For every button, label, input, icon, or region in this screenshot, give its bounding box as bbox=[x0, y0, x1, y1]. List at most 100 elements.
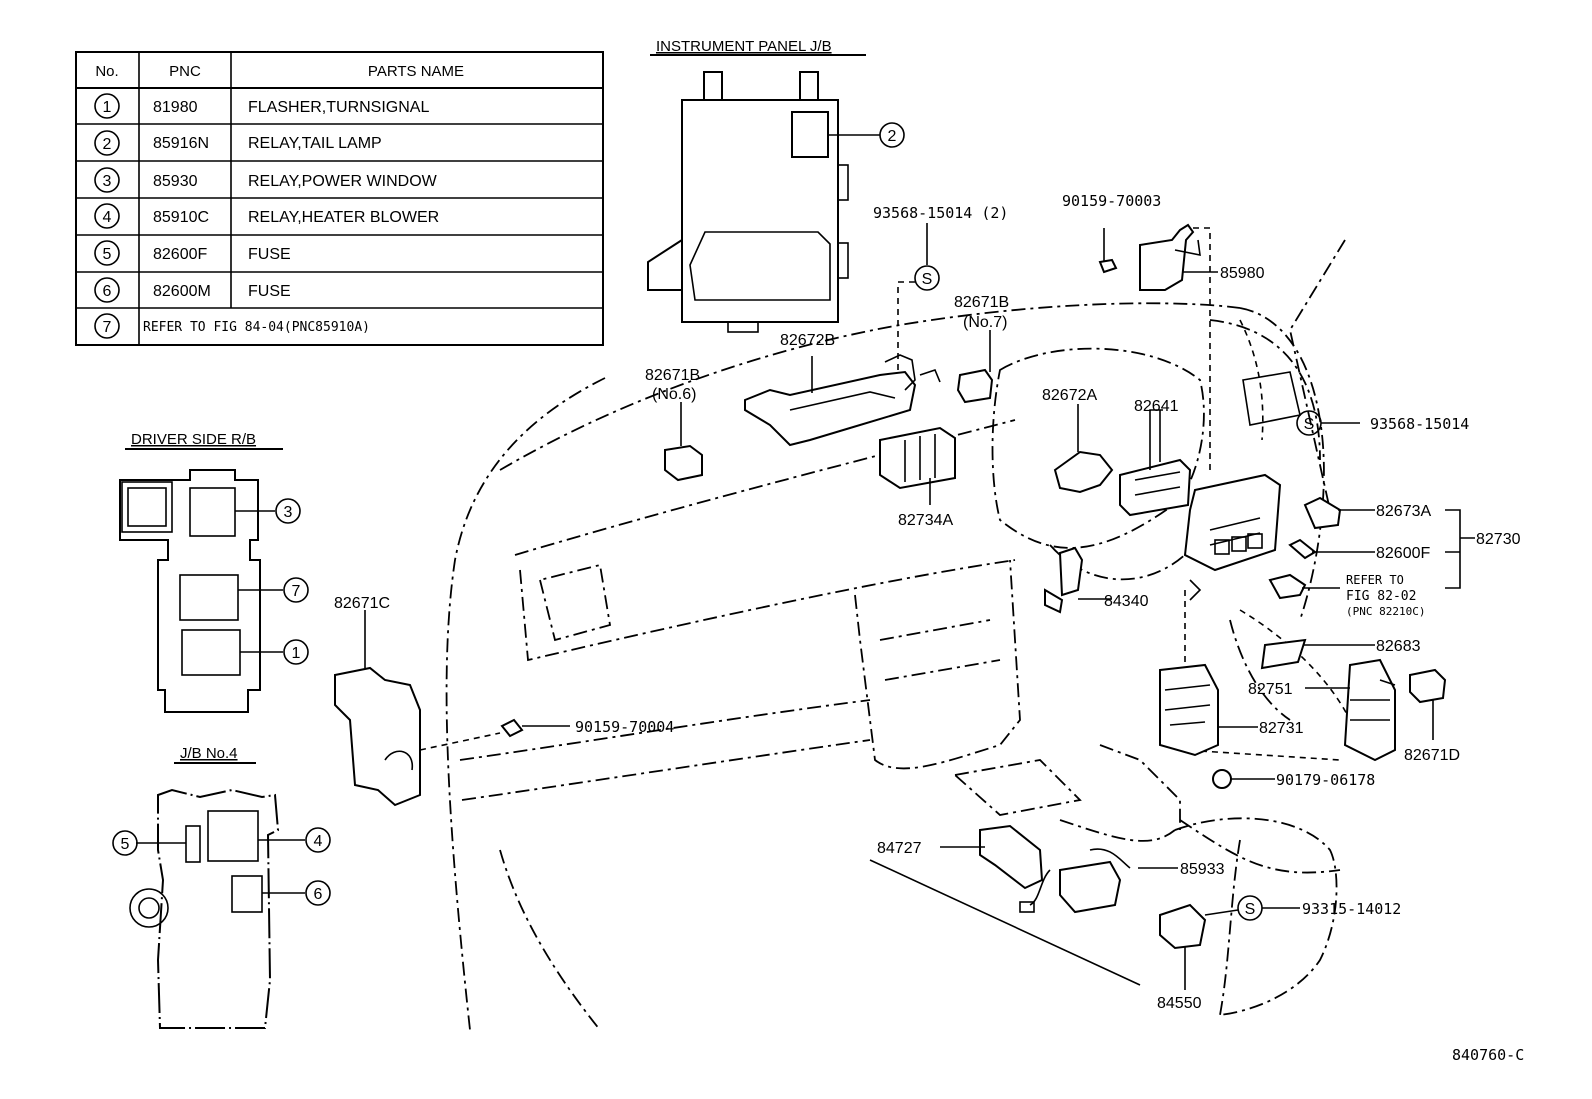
caption-instrument-panel-jb: INSTRUMENT PANEL J/B bbox=[656, 38, 832, 55]
callout-1: 1 bbox=[292, 645, 301, 662]
row-parts-name: RELAY,POWER WINDOW bbox=[248, 173, 438, 190]
connector-82671d bbox=[1409, 668, 1447, 740]
table-row: 5 82600F FUSE bbox=[94, 240, 291, 266]
label-82671b-no6: 82671B bbox=[645, 367, 700, 384]
table-row: 2 85916N RELAY,TAIL LAMP bbox=[94, 130, 382, 156]
fuse-holder-82673a bbox=[1303, 496, 1375, 530]
row-pnc: 82600F bbox=[153, 246, 207, 263]
label-82673a: 82673A bbox=[1376, 503, 1431, 520]
label-84727: 84727 bbox=[877, 840, 922, 857]
bolt-90159-70004 bbox=[419, 718, 570, 751]
label-82672b: 82672B bbox=[780, 332, 835, 349]
label-82600f: 82600F bbox=[1376, 545, 1430, 562]
row-number: 1 bbox=[103, 99, 112, 116]
module-85933 bbox=[1019, 848, 1178, 914]
label-refer-to: REFER TO bbox=[1346, 573, 1404, 587]
bracket-85980 bbox=[1098, 223, 1218, 470]
label-93568-15014-2: 93568-15014 (2) bbox=[873, 204, 1008, 222]
fuse-82600f bbox=[1288, 538, 1375, 560]
row-parts-name: RELAY,HEATER BLOWER bbox=[248, 209, 439, 226]
row-pnc: 85910C bbox=[153, 209, 209, 226]
callout-6: 6 bbox=[314, 886, 323, 903]
switch-84550: S bbox=[869, 859, 1300, 990]
row-number: 6 bbox=[103, 283, 112, 300]
parts-table: No. PNC PARTS NAME 1 81980 FLASHER,TURNS… bbox=[75, 51, 604, 346]
label-85933: 85933 bbox=[1180, 861, 1225, 878]
callout-3: 3 bbox=[284, 504, 293, 521]
row-parts-name: FUSE bbox=[248, 246, 291, 263]
relay-tail-lamp-slot bbox=[791, 111, 829, 158]
connector-82671b-no6 bbox=[664, 402, 703, 482]
table-row: 7 REFER TO FIG 84-04(PNC85910A) bbox=[94, 313, 370, 339]
label-84550: 84550 bbox=[1157, 995, 1202, 1012]
callout-2: 2 bbox=[888, 128, 897, 145]
label-82671d: 82671D bbox=[1404, 747, 1460, 764]
row-parts-name: RELAY,TAIL LAMP bbox=[248, 135, 382, 152]
bracket-82671c bbox=[334, 610, 421, 807]
label-90159-70004: 90159-70004 bbox=[575, 718, 674, 736]
row-pnc: 81980 bbox=[153, 99, 198, 116]
row-refer-note: REFER TO FIG 84-04(PNC85910A) bbox=[143, 320, 370, 335]
bolt-93568-15014: S bbox=[1296, 410, 1360, 436]
label-82672a: 82672A bbox=[1042, 387, 1097, 404]
label-85980: 85980 bbox=[1220, 265, 1265, 282]
fuse-82210c bbox=[1268, 573, 1340, 600]
caption-jb-no4: J/B No.4 bbox=[180, 745, 238, 762]
header-parts-name: PARTS NAME bbox=[368, 63, 464, 80]
s-marker: S bbox=[1245, 901, 1256, 918]
junction-block-82731 bbox=[1159, 663, 1258, 757]
header-no: No. bbox=[95, 63, 118, 80]
row-pnc: 85916N bbox=[153, 135, 209, 152]
bracket-82730 bbox=[1445, 509, 1475, 589]
row-parts-name: FLASHER,TURNSIGNAL bbox=[248, 99, 429, 116]
figure-code: 840760-C bbox=[1452, 1046, 1524, 1064]
label-fig-82-02: FIG 82-02 bbox=[1346, 589, 1416, 604]
jb-no4: J/B No.4 5 4 6 bbox=[112, 745, 331, 1029]
row-pnc: 82600M bbox=[153, 283, 211, 300]
connector-82671b-no7 bbox=[956, 330, 994, 404]
driver-side-rb: DRIVER SIDE R/B 3 7 1 bbox=[119, 431, 309, 713]
bolt-93568-15014-2: S bbox=[897, 223, 940, 400]
label-no6: (No.6) bbox=[652, 386, 696, 403]
label-82641: 82641 bbox=[1134, 398, 1179, 415]
row-number: 5 bbox=[103, 246, 112, 263]
nut-90179-06178 bbox=[1212, 769, 1275, 789]
label-no7: (No.7) bbox=[963, 314, 1007, 331]
callout-7: 7 bbox=[292, 583, 301, 600]
label-90159-70003: 90159-70003 bbox=[1062, 192, 1161, 210]
label-93315-14012: 93315-14012 bbox=[1302, 900, 1401, 918]
switch-84340 bbox=[1044, 546, 1112, 614]
s-marker: S bbox=[1304, 416, 1315, 433]
connector-82641 bbox=[1119, 409, 1192, 517]
row-number: 3 bbox=[103, 173, 112, 190]
label-82731: 82731 bbox=[1259, 720, 1304, 737]
table-row: 3 85930 RELAY,POWER WINDOW bbox=[94, 167, 438, 193]
s-marker: S bbox=[922, 271, 933, 288]
table-row: 4 85910C RELAY,HEATER BLOWER bbox=[94, 203, 439, 229]
label-82671b-no7: 82671B bbox=[954, 294, 1009, 311]
callout-4: 4 bbox=[314, 833, 323, 850]
sensor-84727 bbox=[940, 824, 1044, 890]
row-number: 2 bbox=[103, 136, 112, 153]
cover-82683 bbox=[1260, 638, 1375, 670]
label-82671c: 82671C bbox=[334, 595, 390, 612]
table-row: 1 81980 FLASHER,TURNSIGNAL bbox=[94, 93, 429, 119]
label-82734a: 82734A bbox=[898, 512, 953, 529]
bracket-82672b bbox=[744, 354, 941, 447]
table-row: 6 82600M FUSE bbox=[94, 277, 291, 303]
label-93568-15014: 93568-15014 bbox=[1370, 415, 1469, 433]
caption-driver-side-rb: DRIVER SIDE R/B bbox=[131, 431, 256, 448]
bracket-82672a bbox=[1053, 404, 1114, 494]
label-pnc-82210c: (PNC 82210C) bbox=[1346, 605, 1425, 618]
row-number: 4 bbox=[103, 209, 112, 226]
label-82751: 82751 bbox=[1248, 681, 1293, 698]
label-84340: 84340 bbox=[1104, 593, 1149, 610]
row-pnc: 85930 bbox=[153, 173, 198, 190]
header-pnc: PNC bbox=[169, 63, 201, 80]
label-82683: 82683 bbox=[1376, 638, 1421, 655]
row-parts-name: FUSE bbox=[248, 283, 291, 300]
callout-5: 5 bbox=[121, 836, 130, 853]
instrument-panel-jb: INSTRUMENT PANEL J/B 2 bbox=[647, 38, 905, 333]
callout-labels: 93568-15014 (2) 90159-70003 85980 82671B… bbox=[334, 192, 1524, 1064]
